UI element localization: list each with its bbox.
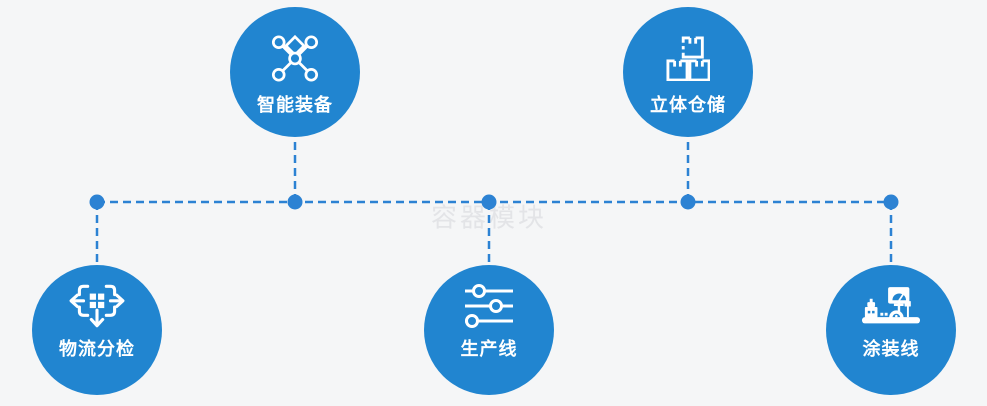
node-label: 智能装备 [257, 95, 333, 115]
node-smart-equipment: 智能装备 [230, 7, 360, 137]
network-nodes-icon [267, 34, 323, 82]
node-label: 物流分检 [59, 339, 135, 359]
network-nodes-icon-svg [271, 34, 319, 82]
sorting-crosshair-icon-svg [69, 284, 125, 328]
node-label: 立体仓储 [650, 95, 726, 115]
stacked-boxes-icon [666, 34, 710, 82]
node-production-line: 生产线 [424, 265, 554, 395]
node-logistics-sorting: 物流分检 [32, 265, 162, 395]
sliders-icon [465, 282, 513, 330]
stacked-boxes-icon-svg [666, 35, 710, 81]
node-label: 生产线 [460, 339, 518, 359]
control-machine-icon [862, 282, 920, 330]
control-machine-icon-svg [862, 286, 920, 323]
sliders-icon-svg [465, 284, 513, 328]
sorting-crosshair-icon [68, 282, 126, 330]
node-label: 涂装线 [862, 339, 920, 359]
node-painting-line: 涂装线 [826, 265, 956, 395]
node-stereo-warehouse: 立体仓储 [623, 7, 753, 137]
